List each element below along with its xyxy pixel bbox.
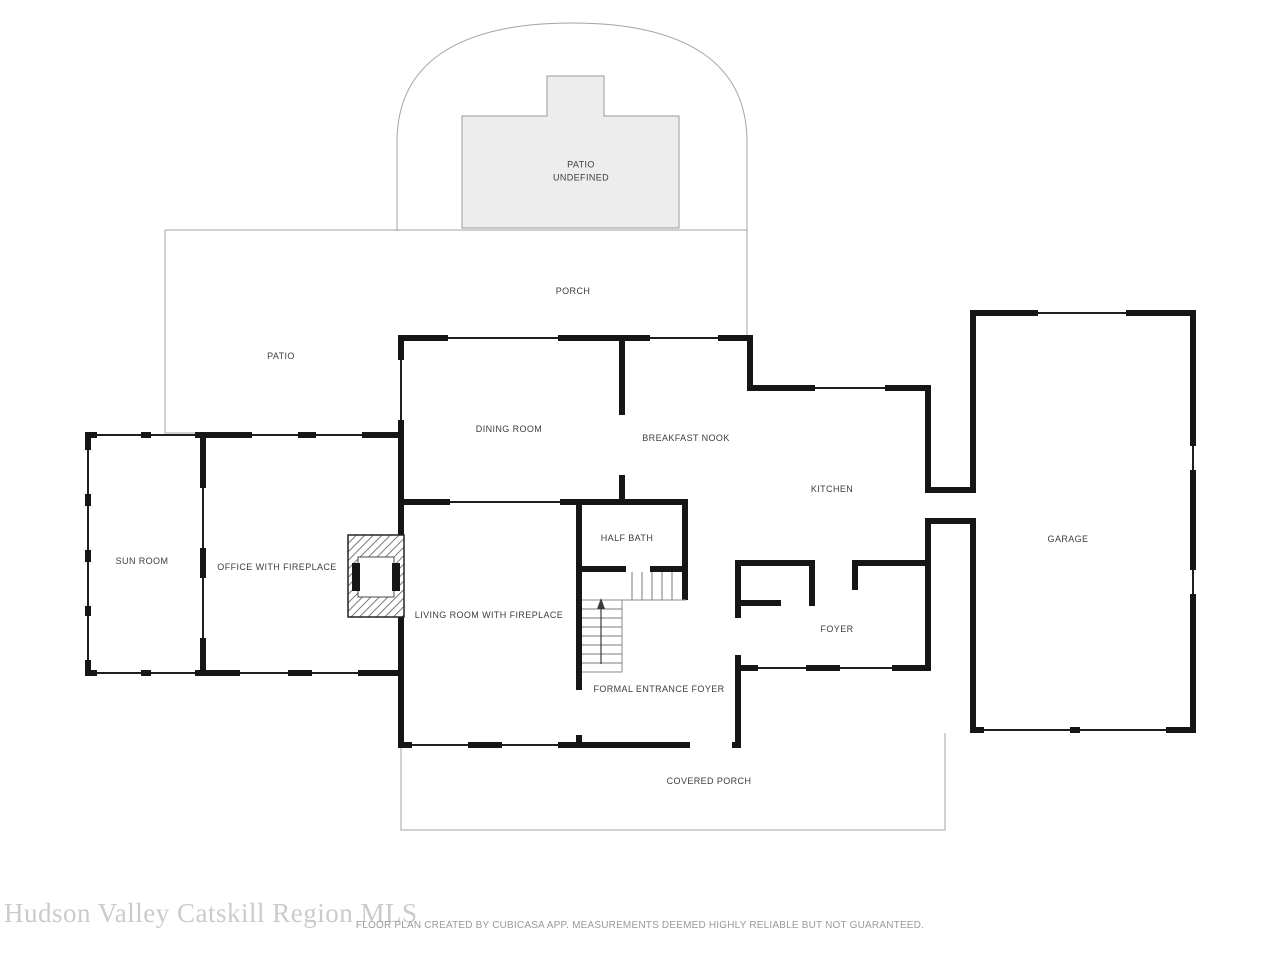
room-label-breakfast-nook: BREAKFAST NOOK xyxy=(642,433,730,443)
disclaimer-text: FLOOR PLAN CREATED BY CUBICASA APP. MEAS… xyxy=(355,920,925,931)
stairs-icon xyxy=(582,572,686,673)
porch-patio-outline xyxy=(164,229,748,434)
room-label-half-bath: HALF BATH xyxy=(600,533,654,543)
room-label-patio-undefined: PATIO UNDEFINED xyxy=(552,159,610,182)
windows xyxy=(87,312,1194,746)
room-label-porch: PORCH xyxy=(555,286,591,296)
fireplace-icon xyxy=(347,534,405,618)
room-label-dining-room: DINING ROOM xyxy=(475,424,543,434)
patio-arch-outline xyxy=(396,22,748,231)
room-label-patio: PATIO xyxy=(267,351,295,361)
room-label-foyer: FOYER xyxy=(820,624,854,634)
room-label-sun-room: SUN ROOM xyxy=(115,556,169,566)
stairs-direction-arrow xyxy=(597,598,605,664)
patio-undefined-area xyxy=(461,75,680,229)
mls-watermark: Hudson Valley Catskill Region MLS xyxy=(4,898,418,928)
walls xyxy=(85,310,1196,748)
covered-porch-outline xyxy=(400,733,946,831)
room-label-garage: GARAGE xyxy=(1047,534,1089,544)
room-label-office: OFFICE WITH FIREPLACE xyxy=(217,562,337,572)
room-label-living-room: LIVING ROOM WITH FIREPLACE xyxy=(414,610,564,620)
room-label-formal-entrance-foyer: FORMAL ENTRANCE FOYER xyxy=(593,684,725,694)
room-label-covered-porch: COVERED PORCH xyxy=(666,776,752,786)
room-label-kitchen: KITCHEN xyxy=(810,484,854,494)
